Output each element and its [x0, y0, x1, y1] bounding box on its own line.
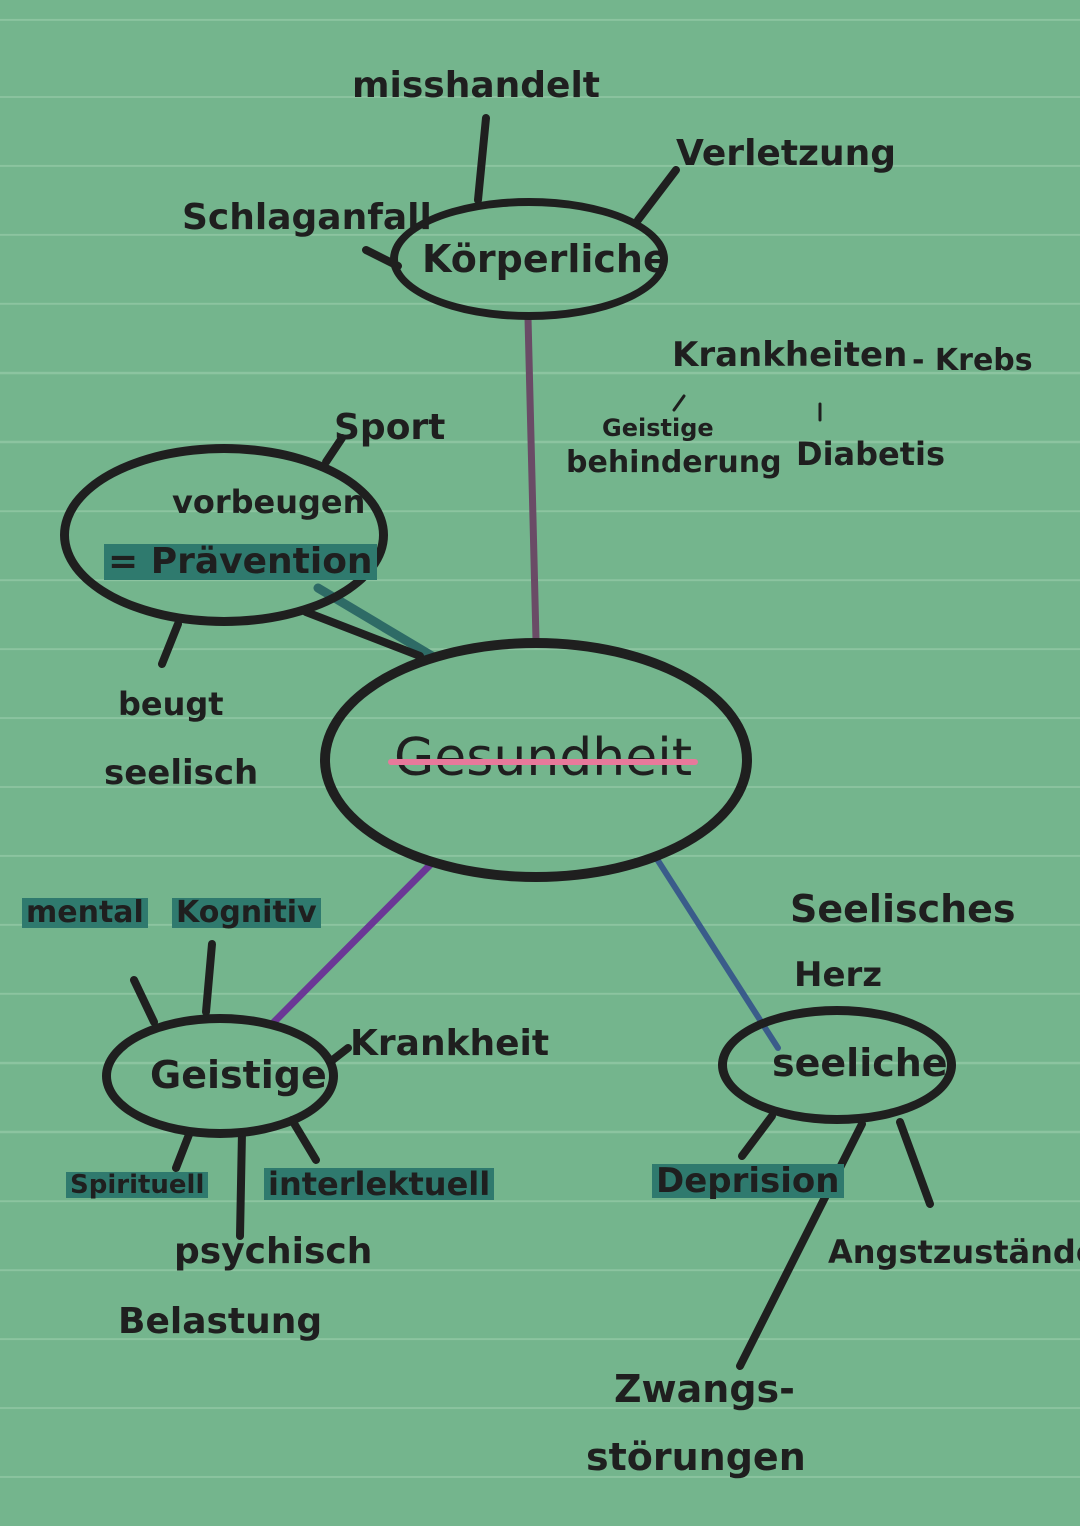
connector-koerperliche: [524, 314, 540, 644]
pink-strikethrough: [388, 759, 699, 766]
connector-kognitiv: [202, 940, 216, 1016]
label-krankheit: Krankheit: [350, 1023, 550, 1064]
connector-spirituell: [172, 1128, 194, 1172]
label-stoerungen: störungen: [586, 1435, 806, 1479]
label-belastung: Belastung: [118, 1301, 323, 1342]
label-verletzung: Verletzung: [676, 133, 897, 174]
label-angstzustaende: Angstzustände: [828, 1233, 1080, 1271]
connector-psychisch: [236, 1128, 246, 1240]
label-geistige: Geistige: [602, 414, 714, 442]
label-depression: Deprision: [652, 1164, 844, 1198]
connector-geistige-behinderung: [672, 394, 686, 412]
node-praevention: = Prävention: [104, 544, 377, 580]
label-diabetis: Diabetis: [796, 435, 946, 473]
node-geistige: Geistige: [150, 1053, 327, 1097]
oval-seeliche: [718, 1006, 956, 1124]
label-spirituell: Spirituell: [66, 1172, 209, 1198]
node-seeliche: seeliche: [772, 1041, 948, 1085]
center-label-text: Gesundheit: [394, 728, 693, 788]
label-behinderung: behinderung: [566, 445, 782, 480]
label-mental: mental: [22, 898, 148, 928]
connector-sport: [322, 434, 346, 466]
label-sport: Sport: [334, 407, 446, 448]
label-krebs: - Krebs: [912, 343, 1033, 378]
label-intellektuell: interlektuell: [264, 1168, 495, 1200]
label-schlaganfall: Schlaganfall: [182, 197, 432, 238]
connector-mental: [130, 976, 158, 1026]
label-krankheiten: Krankheiten: [672, 335, 908, 375]
connector-misshandelt: [474, 114, 490, 204]
node-koerperliche: Körperliche: [422, 237, 669, 281]
label-vorbeugen: vorbeugen: [172, 483, 366, 521]
connector-verletzung: [634, 166, 680, 224]
connector-seeliche: [652, 853, 781, 1051]
connector-angst: [896, 1118, 934, 1208]
connector-beugt: [158, 620, 182, 668]
label-psychisch: psychisch: [174, 1231, 373, 1272]
oval-praevention: [60, 444, 388, 626]
label-misshandelt: misshandelt: [352, 65, 600, 106]
connector-geistige: [270, 858, 437, 1026]
label-seelisch: seelisch: [104, 753, 259, 793]
oval-gesundheit: [320, 638, 752, 882]
label-beugt: beugt: [118, 685, 224, 723]
connector-praevention-black: [302, 608, 424, 660]
label-kognitiv: Kognitiv: [172, 898, 321, 928]
label-seelisches: Seelisches: [790, 887, 1016, 931]
oval-koerperliche: [390, 198, 668, 320]
center-label-gesundheit: Gesundheit: [388, 732, 699, 784]
oval-geistige: [102, 1014, 338, 1138]
connector-intellektuell: [288, 1116, 320, 1164]
connector-depression: [738, 1112, 776, 1160]
label-herz: Herz: [794, 955, 883, 995]
label-zwangs: Zwangs-: [614, 1367, 795, 1411]
